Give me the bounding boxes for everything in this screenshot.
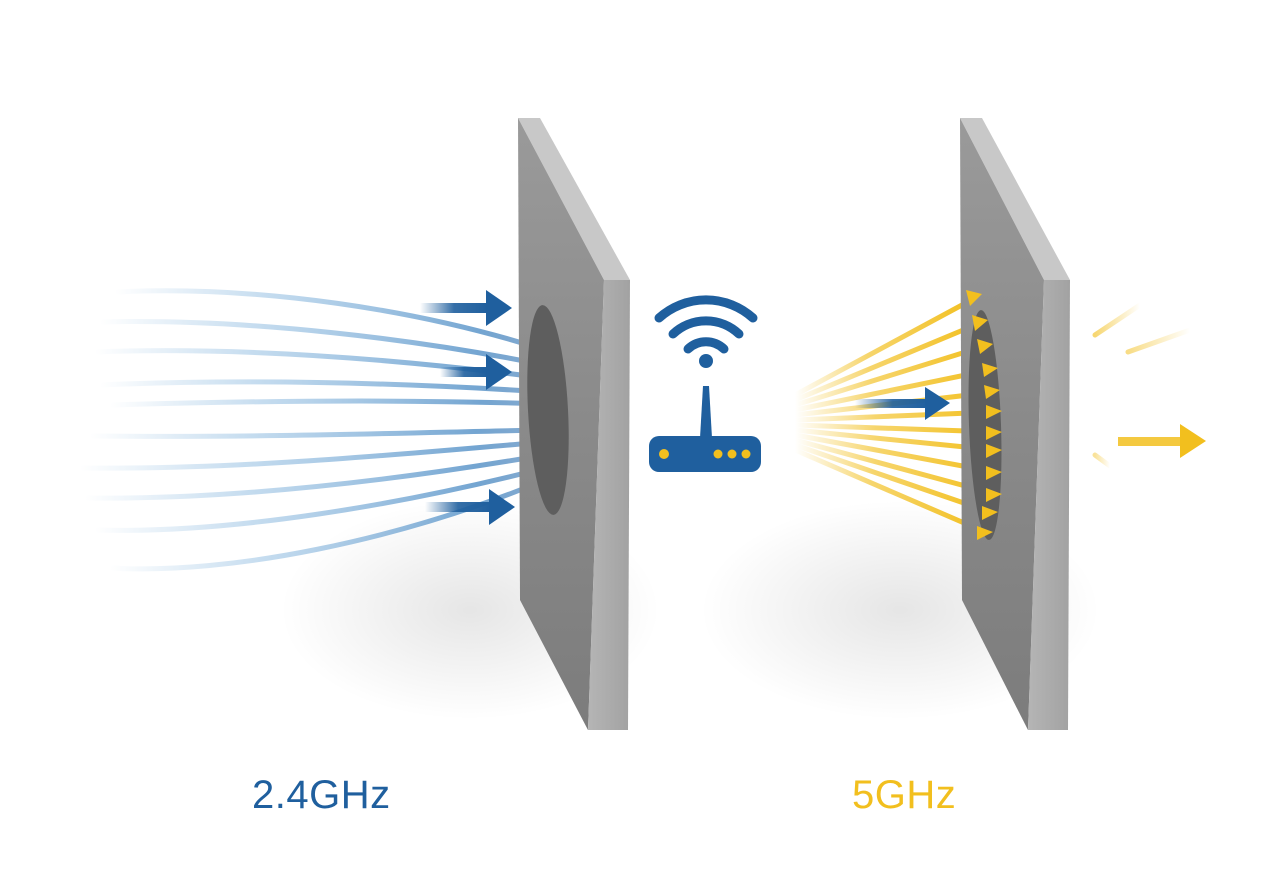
arrowheads-5ghz bbox=[966, 290, 1002, 540]
arrow-right-icon bbox=[855, 387, 950, 420]
arrow-right-icon bbox=[425, 489, 515, 525]
wifi-router-icon bbox=[649, 295, 761, 472]
wall-right bbox=[960, 118, 1070, 730]
wall-hole-left bbox=[527, 305, 569, 515]
band-label-5ghz: 5GHz bbox=[852, 773, 957, 817]
arrow-right-icon bbox=[1118, 424, 1206, 458]
wall-left bbox=[518, 118, 630, 730]
arrows-24ghz bbox=[420, 290, 515, 525]
arrow-right-icon bbox=[440, 354, 512, 390]
exit-rays-5ghz bbox=[1082, 302, 1193, 469]
band-label-2-4ghz: 2.4GHz bbox=[252, 773, 391, 817]
arrow-right-icon bbox=[420, 290, 512, 326]
